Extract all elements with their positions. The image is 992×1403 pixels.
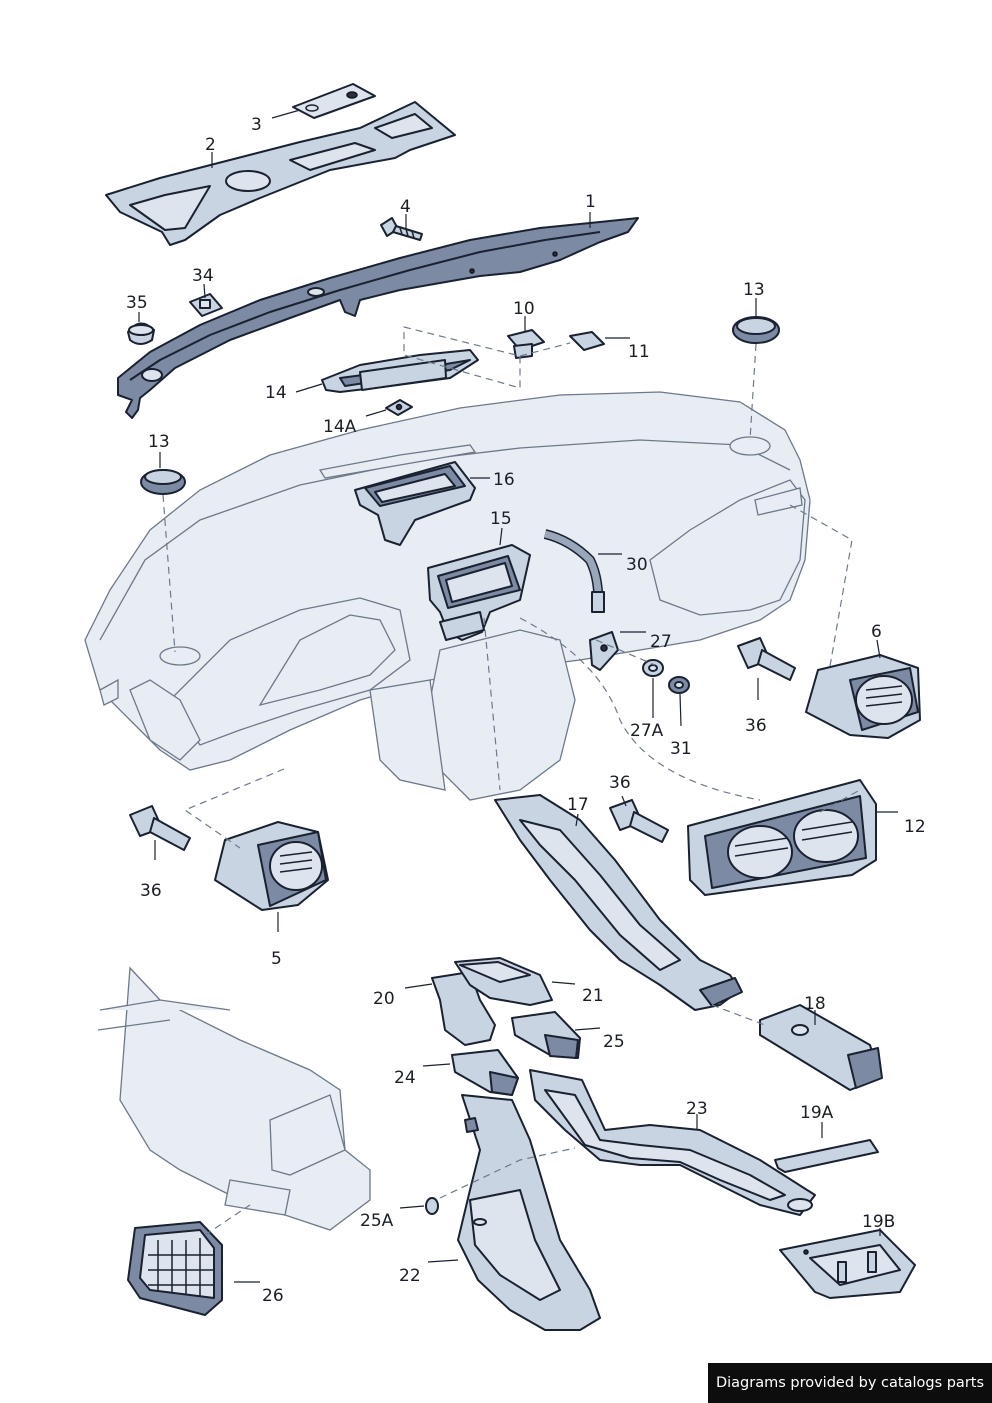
part-26-rear-vent [127, 1221, 223, 1316]
callout-23: 23 [686, 1099, 708, 1119]
callout-26: 26 [262, 1286, 284, 1306]
part-35-plug [127, 322, 155, 345]
callout-25: 25 [603, 1032, 625, 1052]
callout-36-middle: 36 [609, 773, 631, 793]
callout-27: 27 [650, 632, 672, 652]
part-27-bracket [589, 631, 619, 671]
callout-19a: 19A [800, 1103, 834, 1123]
callout-4: 4 [400, 197, 411, 217]
part-27a-washer [642, 659, 664, 677]
part-31-nut [668, 676, 690, 694]
part-2-trim-panel [105, 101, 456, 246]
part-14-defroster-vent [321, 349, 479, 393]
part-34-clip [189, 293, 223, 317]
callout-13-right: 13 [743, 280, 765, 300]
part-36-sensor-middle [609, 799, 669, 843]
callout-5: 5 [271, 949, 282, 969]
callout-22: 22 [399, 1266, 421, 1286]
callout-21: 21 [582, 986, 604, 1006]
credit-banner: Diagrams provided by catalogs parts [708, 1363, 992, 1403]
callout-30: 30 [626, 555, 648, 575]
part-18-duct-end [759, 1004, 883, 1091]
callout-27a: 27A [630, 721, 664, 741]
leader-lines [138, 109, 898, 1283]
part-6-side-vent [805, 654, 921, 739]
callout-labels: 1 2 3 4 34 35 10 11 13 14 14A 13 16 15 3… [126, 115, 926, 1306]
part-19a-cover [774, 1139, 879, 1173]
part-24-duct [451, 1049, 519, 1096]
part-25-duct [511, 1011, 581, 1059]
part-12-center-vent [687, 779, 877, 896]
callout-12: 12 [904, 817, 926, 837]
part-13-grommet-right [732, 316, 780, 344]
part-15-vent-housing [427, 544, 531, 641]
part-14a-nut [385, 399, 413, 416]
part-36-sensor-right [737, 637, 796, 681]
callout-6: 6 [871, 622, 882, 642]
callout-14: 14 [265, 383, 287, 403]
rear-console-ghost [97, 966, 371, 1231]
part-25a-clip [425, 1197, 439, 1215]
part-10-sensor [507, 329, 545, 359]
callout-15: 15 [490, 509, 512, 529]
callout-31: 31 [670, 739, 692, 759]
callout-20: 20 [373, 989, 395, 1009]
part-13-grommet-left [140, 469, 186, 495]
part-16-vent-housing [354, 461, 476, 546]
callout-25a: 25A [360, 1211, 394, 1231]
part-30-hose [543, 529, 605, 613]
callout-16: 16 [493, 470, 515, 490]
callout-24: 24 [394, 1068, 416, 1088]
callout-1: 1 [585, 192, 596, 212]
callout-18: 18 [804, 994, 826, 1014]
callout-35: 35 [126, 293, 148, 313]
part-23-rear-duct [529, 1069, 816, 1216]
part-19b-plate [779, 1229, 916, 1299]
part-3-pad [292, 83, 376, 119]
callout-13-left: 13 [148, 432, 170, 452]
callout-2: 2 [205, 135, 216, 155]
part-17-floor-duct [494, 794, 743, 1011]
callout-19b: 19B [862, 1212, 895, 1232]
callout-34: 34 [192, 266, 214, 286]
callout-11: 11 [628, 342, 650, 362]
callout-14a: 14A [323, 417, 357, 437]
callout-36-right: 36 [745, 716, 767, 736]
part-4-screw [380, 217, 423, 241]
callout-17: 17 [567, 795, 589, 815]
part-5-side-vent [214, 821, 329, 911]
part-1-defroster-channel [117, 217, 639, 419]
guide-lines [162, 326, 861, 1236]
callout-10: 10 [513, 299, 535, 319]
part-22-rear-duct [457, 1094, 601, 1331]
part-21-duct [454, 957, 553, 1006]
callout-3: 3 [251, 115, 262, 135]
callout-36-left: 36 [140, 881, 162, 901]
part-36-sensor-left [129, 805, 191, 851]
part-11-cap [569, 331, 605, 351]
